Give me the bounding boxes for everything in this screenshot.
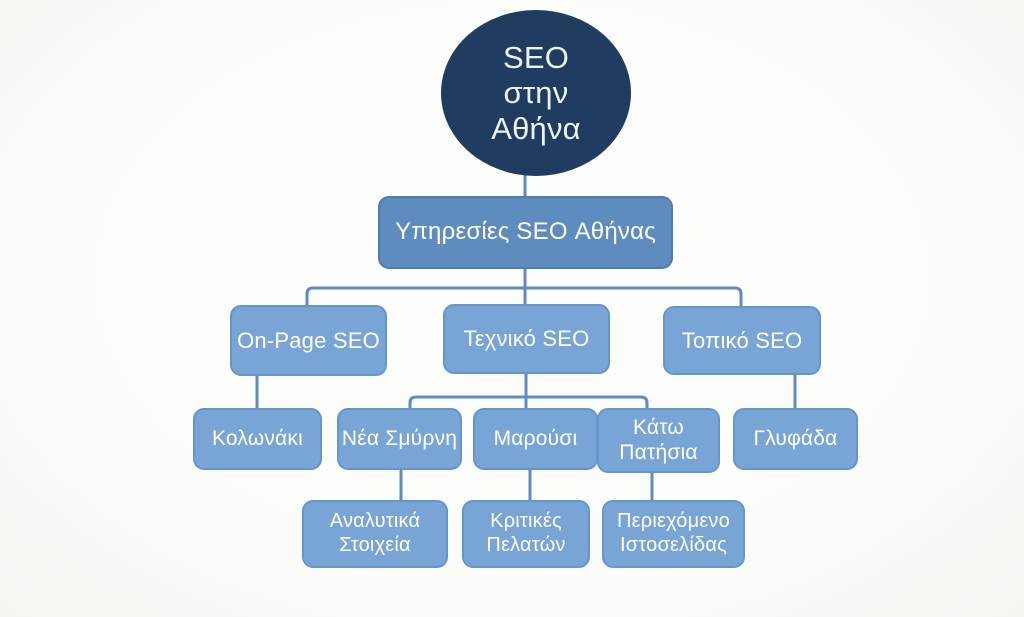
node-services: Υπηρεσίες SEO Αθήνας (378, 196, 673, 269)
node-label: Τεχνικό SEO (463, 326, 590, 352)
node-kato-patisia: Κάτω Πατήσια (597, 408, 720, 473)
node-label: Τοπικό SEO (681, 327, 803, 353)
node-marousi: Μαρούσι (473, 408, 598, 470)
node-label: Αναλυτικά Στοιχεία (329, 510, 421, 556)
node-label: Νέα Σμύρνη (341, 426, 458, 450)
node-label: Γλυφάδα (753, 426, 838, 450)
node-label: Περιεχόμενο Ιστοσελίδας (617, 510, 730, 556)
node-technical-seo: Τεχνικό SEO (443, 304, 610, 374)
node-glyfada: Γλυφάδα (733, 408, 858, 470)
node-label: Κολωνάκι (211, 426, 303, 450)
node-label: Κάτω Πατήσια (619, 415, 698, 464)
node-kolonaki: Κολωνάκι (193, 408, 322, 470)
node-label: Κριτικές Πελατών (486, 510, 566, 556)
node-periexomeno-istoselidas: Περιεχόμενο Ιστοσελίδας (602, 500, 745, 568)
node-label: Μαρούσι (493, 426, 578, 450)
node-local-seo: Τοπικό SEO (663, 306, 821, 375)
node-analytika-stoixeia: Αναλυτικά Στοιχεία (302, 500, 448, 568)
node-seo-athens-root: SEO στην Αθήνα (441, 10, 631, 176)
node-label: SEO στην Αθήνα (491, 39, 581, 146)
node-nea-smyrni: Νέα Σμύρνη (337, 408, 462, 470)
node-label: On-Page SEO (237, 327, 380, 353)
node-kritikes-pelaton: Κριτικές Πελατών (462, 500, 590, 568)
connector-technical-children-rail (408, 395, 649, 416)
node-onpage-seo: On-Page SEO (230, 305, 387, 376)
node-label: Υπηρεσίες SEO Αθήνας (395, 218, 656, 246)
